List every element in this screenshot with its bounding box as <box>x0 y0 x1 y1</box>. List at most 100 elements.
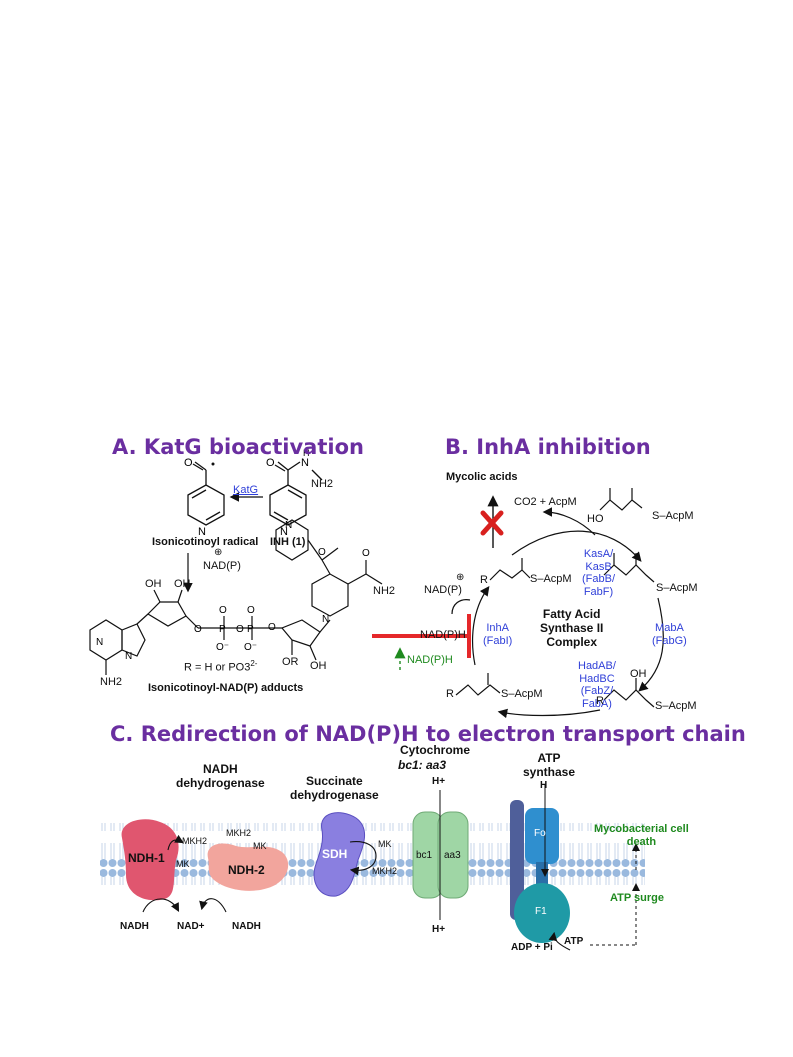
aa3-label: aa3 <box>444 850 461 861</box>
ribose2-or-label: OR <box>282 656 299 668</box>
bc1-label: bc1 <box>416 850 433 861</box>
cytochrome-subunits-label: bc1: aa3 <box>398 758 447 772</box>
ribose1-oh1-label: OH <box>145 578 162 590</box>
radical-n-atom: N <box>198 526 206 538</box>
mk-sdh-label: MK <box>378 839 392 849</box>
plus-charge-icon: ⊕ <box>214 547 223 558</box>
amide-nh2-label: NH2 <box>373 585 396 597</box>
adenine-n9-atom: N <box>125 651 132 662</box>
nadp-reactant-label: NAD(P) <box>203 560 241 572</box>
ndh1-protein <box>121 819 179 901</box>
katg-label: KatG <box>233 484 259 496</box>
mkh2-ndh1-label: MKH2 <box>182 836 208 846</box>
hydroxyacyl-r-label: R <box>596 695 604 707</box>
atp-surge-label: ATP surge <box>610 892 664 904</box>
isonicotinoyl-radical-label: Isonicotinoyl radical <box>152 536 259 548</box>
cytochrome-aa3 <box>437 811 469 899</box>
blocked-x-icon <box>480 510 504 536</box>
atp-synthase-f1 <box>514 883 570 943</box>
nadh-left-label: NADH <box>120 921 149 932</box>
kas-enzyme-label: KasA/ KasB (FabB/ FabF) <box>582 548 616 598</box>
amide-o-atom: O <box>362 548 370 559</box>
atp-synthase-stalk <box>510 800 524 920</box>
acyl-sacpm-label: S–AcpM <box>530 573 572 585</box>
section-c-title: C. Redirection of NAD(P)H to electron tr… <box>110 722 746 746</box>
nadp-product-label: NAD(P) <box>424 584 462 596</box>
mycolic-acids-label: Mycolic acids <box>446 471 518 483</box>
acyl-acpm-structures <box>455 488 655 708</box>
nad-plus-label: NAD+ <box>177 921 205 932</box>
fas-ii-complex-label: Fatty Acid Synthase II Complex <box>540 607 604 649</box>
adducts-label: Isonicotinoyl-NAD(P) adducts <box>148 682 304 694</box>
nadh-dehydrogenase-label: NADH dehydrogenase <box>176 762 265 790</box>
phosphate-p2-atom: P <box>247 624 254 635</box>
inh-o-atom: O <box>266 457 275 469</box>
nadph-label: NAD(P)H <box>420 629 466 641</box>
section-a-title: A. KatG bioactivation <box>112 435 364 459</box>
enoyl-sacpm-label: S–AcpM <box>501 688 543 700</box>
inh-structure <box>269 461 323 526</box>
radical-dot <box>211 462 215 466</box>
phosphate-p1-atom: P <box>219 624 226 635</box>
f1-label: F1 <box>535 906 547 917</box>
fo-label: Fo <box>534 828 546 839</box>
malonyl-sacpm-label: S–AcpM <box>652 510 694 522</box>
inhibition-symbol <box>372 614 471 658</box>
r-definition-label: R = H or PO32- <box>184 659 258 674</box>
proton-top-label: H+ <box>432 776 446 787</box>
phosphate-o-atom: O <box>194 624 202 635</box>
acyl-r-label: R <box>480 574 488 586</box>
phosphate-p2-o-atom: O <box>247 605 255 616</box>
proton-bottom-label: H+ <box>432 924 446 935</box>
succinate-dehydrogenase-label: Succinate dehydrogenase <box>290 774 379 802</box>
ndh2-protein <box>207 843 289 891</box>
hydroxyacyl-oh-label: OH <box>630 668 647 680</box>
ribose2-oh-label: OH <box>310 660 327 672</box>
atp-synthase-label: ATP synthase <box>523 751 576 779</box>
had-enzyme-label: HadAB/ HadBC (FabZ/ FabA) <box>578 660 616 710</box>
mk-ndh2-label: MK <box>253 841 267 851</box>
maba-enzyme-label: MabA (FabG) <box>652 622 687 647</box>
inh-h-atom: H <box>303 448 310 458</box>
adp-pi-label: ADP + Pi <box>511 942 553 953</box>
ndh1-label: NDH-1 <box>128 851 165 865</box>
atp-synthase-fo <box>525 808 559 864</box>
ketone-o-atom: O <box>318 547 326 558</box>
nadh-right-label: NADH <box>232 921 261 932</box>
phosphate-p2-ominus-atom: O⁻ <box>244 642 257 653</box>
inha-enzyme-label: InhA (FabI) <box>483 622 513 647</box>
atp-synthase-rotor <box>536 862 548 884</box>
hydroxyacyl-sacpm-label: S–AcpM <box>655 700 697 712</box>
mk-ndh1-label: MK <box>176 859 190 869</box>
inh-n-atom: N <box>280 526 288 538</box>
isonicotinoyl-nad-adduct-structure <box>89 519 383 675</box>
phosphate-p1-o-atom: O <box>219 605 227 616</box>
cytochrome-label: Cytochrome <box>400 743 471 757</box>
ndh2-label: NDH-2 <box>228 863 265 877</box>
atp-proton-label: H <box>540 780 548 791</box>
co2-acpm-label: CO2 + AcpM <box>514 496 577 508</box>
adenine-n-atom: N <box>96 637 103 648</box>
malonyl-ho-label: HO <box>587 513 604 525</box>
ribose2-o-atom: O <box>268 622 276 633</box>
dihydropyridine-n-atom: N <box>322 614 329 625</box>
inh-nh2-label: NH2 <box>311 478 334 490</box>
panel-c-arrows <box>142 834 571 951</box>
ketoacyl-sacpm-label: S–AcpM <box>656 582 698 594</box>
isonicotinoyl-radical-structure <box>187 461 225 526</box>
nadph-green-label: NAD(P)H <box>407 654 453 666</box>
enoyl-r-label: R <box>446 688 454 700</box>
inh-nh-atom: N <box>301 457 309 469</box>
pyridyl-n-atom: N <box>285 520 292 531</box>
inh-label: INH (1) <box>270 536 306 548</box>
phosphate-p1-ominus-atom: O⁻ <box>216 642 229 653</box>
mkh2-sdh-label: MKH2 <box>372 866 398 876</box>
phosphate-bridge-o-atom: O <box>236 624 244 635</box>
adenine-nh2-label: NH2 <box>100 676 123 688</box>
nadp-plus-charge-icon: ⊕ <box>456 572 465 583</box>
section-b-title: B. InhA inhibition <box>445 435 651 459</box>
fas-ii-cycle <box>451 507 664 719</box>
sdh-label: SDH <box>322 847 348 861</box>
